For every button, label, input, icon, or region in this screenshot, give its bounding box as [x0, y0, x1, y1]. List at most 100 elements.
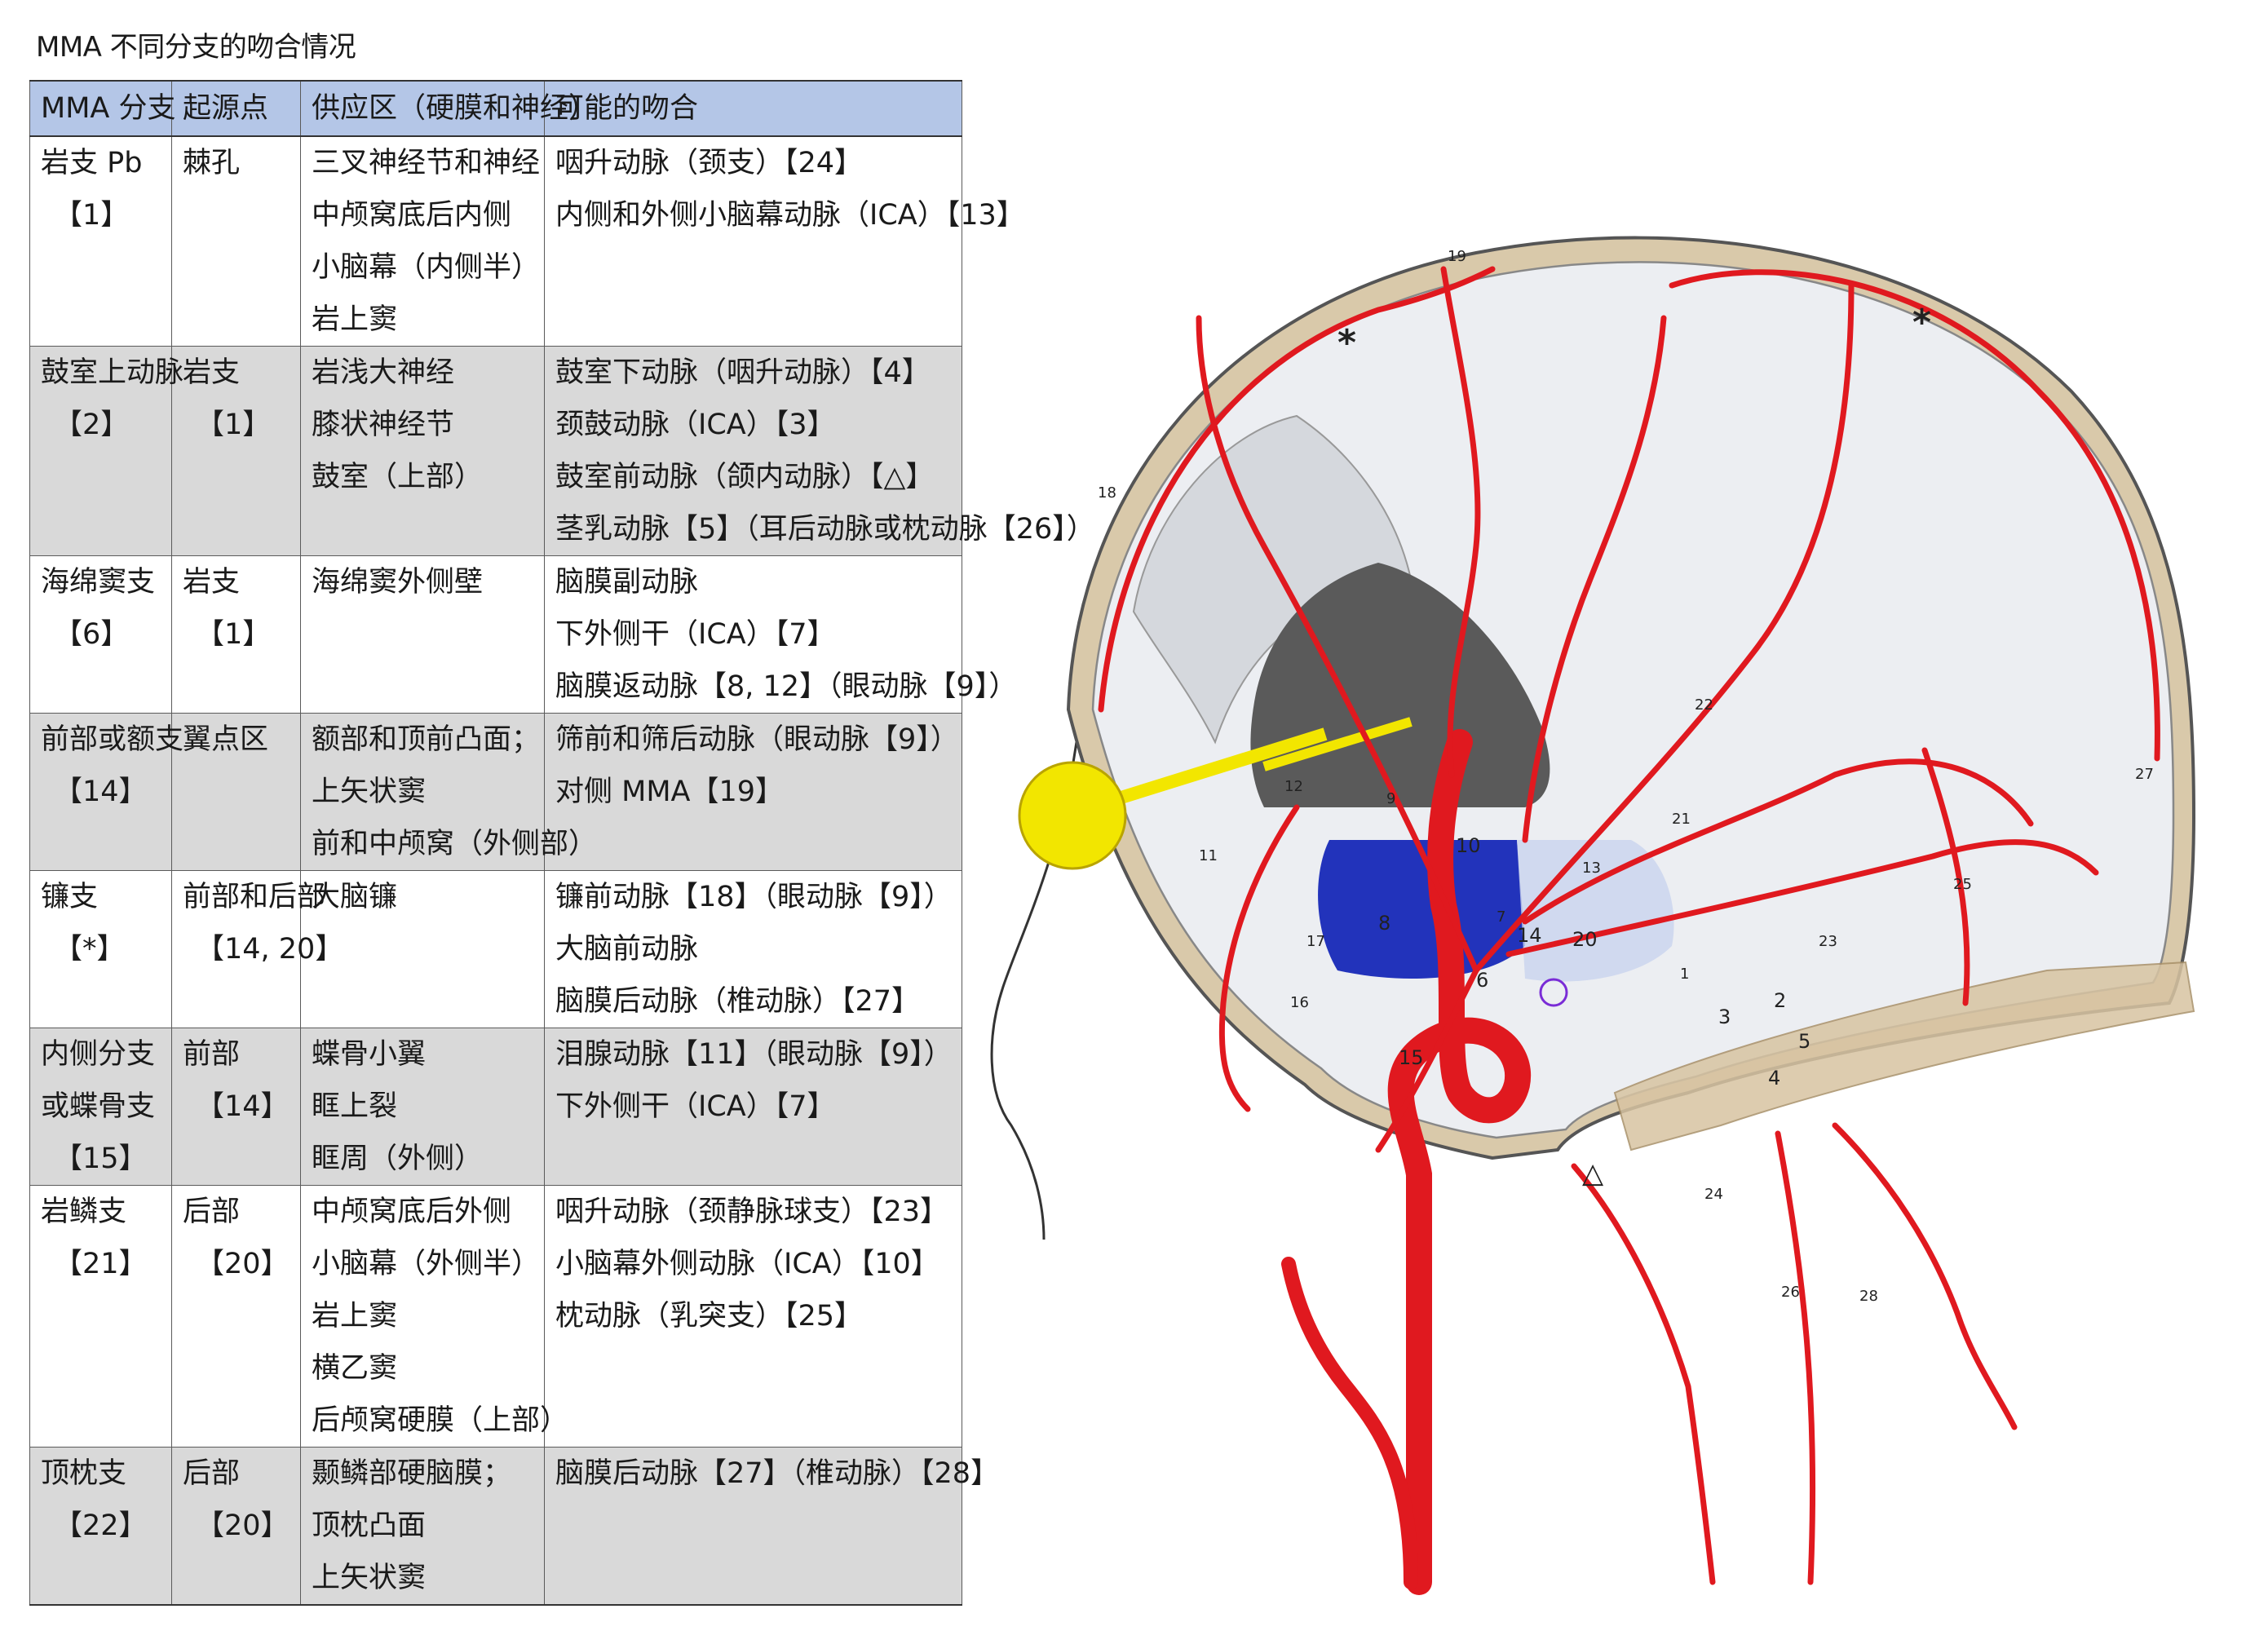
foramen-spinosum-marker [1539, 978, 1568, 1007]
cell-line: 下外侧干（ICA）【7】 [555, 618, 836, 651]
table-cell-origin: 前部和后部【14, 20】 [171, 870, 344, 1028]
asterisk-marker-left: * [1337, 322, 1356, 364]
asterisk-marker-right: * [1912, 302, 1931, 343]
table-cell-origin: 岩支【1】 [171, 555, 301, 714]
table-cell-supply: 海绵窦外侧壁 [300, 555, 545, 714]
table-row: 岩支 Pb【1】棘孔三叉神经节和神经中颅窝底后内侧小脑幕（内侧半）岩上窦咽升动脉… [29, 135, 1025, 347]
cell-line: 大脑镰 [312, 881, 398, 913]
table-header-row: MMA 分支 起源点 供应区（硬膜和神经） 可能的吻合 [29, 80, 962, 137]
table-row: 顶枕支【22】后部【20】颞鳞部硬脑膜；顶枕凸面上矢状窦脑膜后动脉【27】（椎动… [29, 1447, 1000, 1606]
cell-line: 上矢状窦 [312, 776, 427, 808]
table-cell-branch: 岩支 Pb【1】 [29, 135, 172, 347]
cell-line: 脑膜返动脉【8, 12】（眼动脉【9】） [555, 670, 1018, 703]
mma-branch-table: MMA 分支 起源点 供应区（硬膜和神经） 可能的吻合 岩支 Pb【1】棘孔三叉… [29, 80, 1095, 1606]
cell-line: 岩上窦 [312, 303, 398, 336]
figure-label-28: 28 [1859, 1288, 1878, 1305]
cell-line: 岩支 [183, 356, 241, 389]
cell-line: 【1】 [196, 618, 272, 651]
figure-label-15: 15 [1399, 1046, 1424, 1069]
table-cell-branch: 前部或额支【14】 [29, 713, 183, 871]
mma-anterior-branch [1196, 315, 1479, 974]
table-cell-supply: 岩浅大神经膝状神经节鼓室（上部） [300, 346, 545, 556]
table-cell-origin: 岩支【1】 [171, 346, 301, 556]
mma-petrosquamous-branch [1505, 839, 2099, 957]
cell-line: 对侧 MMA【19】 [555, 776, 785, 808]
cell-line: 咽升动脉（颈静脉球支）【23】 [555, 1196, 949, 1228]
cell-line: 脑膜后动脉（椎动脉）【27】 [555, 985, 921, 1018]
table-cell-origin: 棘孔 [171, 135, 301, 347]
cell-line: 鼓室（上部） [312, 461, 484, 493]
table-cell-branch: 镰支【*】 [29, 870, 172, 1028]
occipital-artery [1832, 1122, 2018, 1430]
table-cell-anastomosis: 筛前和筛后动脉（眼动脉【9】） 对侧 MMA【19】 [544, 713, 962, 871]
header-supply: 供应区（硬膜和神经） [300, 80, 597, 137]
mma-squamous-branch [1921, 747, 1970, 1006]
cell-line: 或蝶骨支 [41, 1090, 156, 1123]
figure-label-16: 16 [1290, 994, 1309, 1011]
cell-line: 翼点区 [183, 723, 269, 756]
cell-line: 前部和后部 [183, 881, 326, 913]
figure-label-3: 3 [1718, 1006, 1731, 1028]
figure-label-26: 26 [1781, 1284, 1800, 1301]
header-origin: 起源点 [171, 80, 301, 137]
figure-label-17: 17 [1306, 933, 1325, 950]
mma-sphenoid-branch [1218, 804, 1300, 1112]
cell-line: 筛前和筛后动脉（眼动脉【9】） [555, 723, 959, 756]
petrous-bone [1613, 961, 2195, 1151]
table-cell-origin: 后部【20】 [171, 1447, 301, 1606]
figure-number-labels: 1234567891011121314151617181920212223242… [1098, 248, 2154, 1305]
cell-line: 膝状神经节 [312, 409, 455, 441]
trigeminal-nerve [1262, 717, 1413, 771]
cell-line: 【14】 [54, 776, 148, 808]
figure-label-14: 14 [1517, 924, 1542, 947]
table-cell-anastomosis: 咽升动脉（颈静脉球支）【23】小脑幕外侧动脉（ICA）【10】枕动脉（乳突支）【… [544, 1185, 962, 1448]
cell-line: 脑膜后动脉【27】（椎动脉）【28】 [555, 1457, 1000, 1490]
cell-line: 后部 [183, 1196, 241, 1228]
figure-label-18: 18 [1098, 484, 1116, 502]
figure-label-1: 1 [1680, 966, 1689, 983]
face-profile-outline [990, 741, 1078, 1240]
cell-line: 鼓室上动脉 [41, 356, 184, 389]
figure-label-20: 20 [1572, 928, 1598, 951]
figure-label-2: 2 [1774, 989, 1786, 1012]
cell-line: 枕动脉（乳突支）【25】 [555, 1300, 864, 1333]
figure-label-24: 24 [1704, 1186, 1723, 1203]
external-carotid-artery [1281, 1257, 1418, 1589]
cell-line: 颈鼓动脉（ICA）【3】 [555, 409, 836, 441]
cell-line: 小脑幕（内侧半） [312, 251, 541, 284]
cell-line: 颞鳞部硬脑膜； [312, 1457, 512, 1490]
cell-line: 眶上裂 [312, 1090, 398, 1123]
cell-line: 岩鳞支 [41, 1196, 127, 1228]
header-branch: MMA 分支 [29, 80, 175, 137]
cell-line: 镰支 [41, 881, 99, 913]
table-cell-supply: 中颅窝底后外侧小脑幕（外侧半）岩上窦横乙窦后颅窝硬膜（上部） [300, 1185, 569, 1448]
table-cell-anastomosis: 鼓室下动脉（咽升动脉）【4】颈鼓动脉（ICA）【3】鼓室前动脉（颌内动脉）【△】… [544, 346, 1095, 556]
table-cell-branch: 顶枕支【22】 [29, 1447, 172, 1606]
cell-line: 后颅窝硬膜（上部） [312, 1404, 569, 1437]
cell-line: 内侧和外侧小脑幕动脉（ICA）【13】 [555, 199, 1025, 232]
mma-falcine-branch [1440, 266, 1481, 778]
cavernous-sinus-vein [1318, 840, 1525, 979]
cell-line: 眶周（外侧） [312, 1143, 484, 1175]
cell-line: 棘孔 [183, 147, 241, 179]
eye-globe [1018, 761, 1127, 870]
table-cell-origin: 翼点区 [171, 713, 301, 871]
figure-label-11: 11 [1199, 847, 1218, 864]
figure-label-21: 21 [1672, 811, 1691, 828]
internal-carotid-artery [1387, 729, 1532, 1595]
cell-line: 岩支 Pb [41, 147, 143, 179]
table-cell-supply: 颞鳞部硬脑膜；顶枕凸面上矢状窦 [300, 1447, 545, 1606]
triangle-marker: △ [1582, 1157, 1604, 1190]
cell-line: 【14, 20】 [196, 933, 344, 966]
cell-line: 【21】 [54, 1248, 148, 1280]
table-cell-origin: 后部【20】 [171, 1185, 301, 1448]
cell-line: 【22】 [54, 1509, 148, 1542]
table-row: 内侧分支或蝶骨支【15】前部【14】蝶骨小翼眶上裂眶周（外侧）泪腺动脉【11】（… [29, 1028, 962, 1186]
mma-vertical-branch [1522, 315, 1667, 843]
cell-line: 小脑幕（外侧半） [312, 1248, 541, 1280]
cell-line: 海绵窦外侧壁 [312, 566, 484, 599]
cell-line: 【14】 [196, 1090, 290, 1123]
cell-line: 内侧分支 [41, 1038, 156, 1071]
table-cell-anastomosis: 脑膜后动脉【27】（椎动脉）【28】 [544, 1447, 1000, 1606]
cell-line: 上矢状窦 [312, 1562, 427, 1594]
